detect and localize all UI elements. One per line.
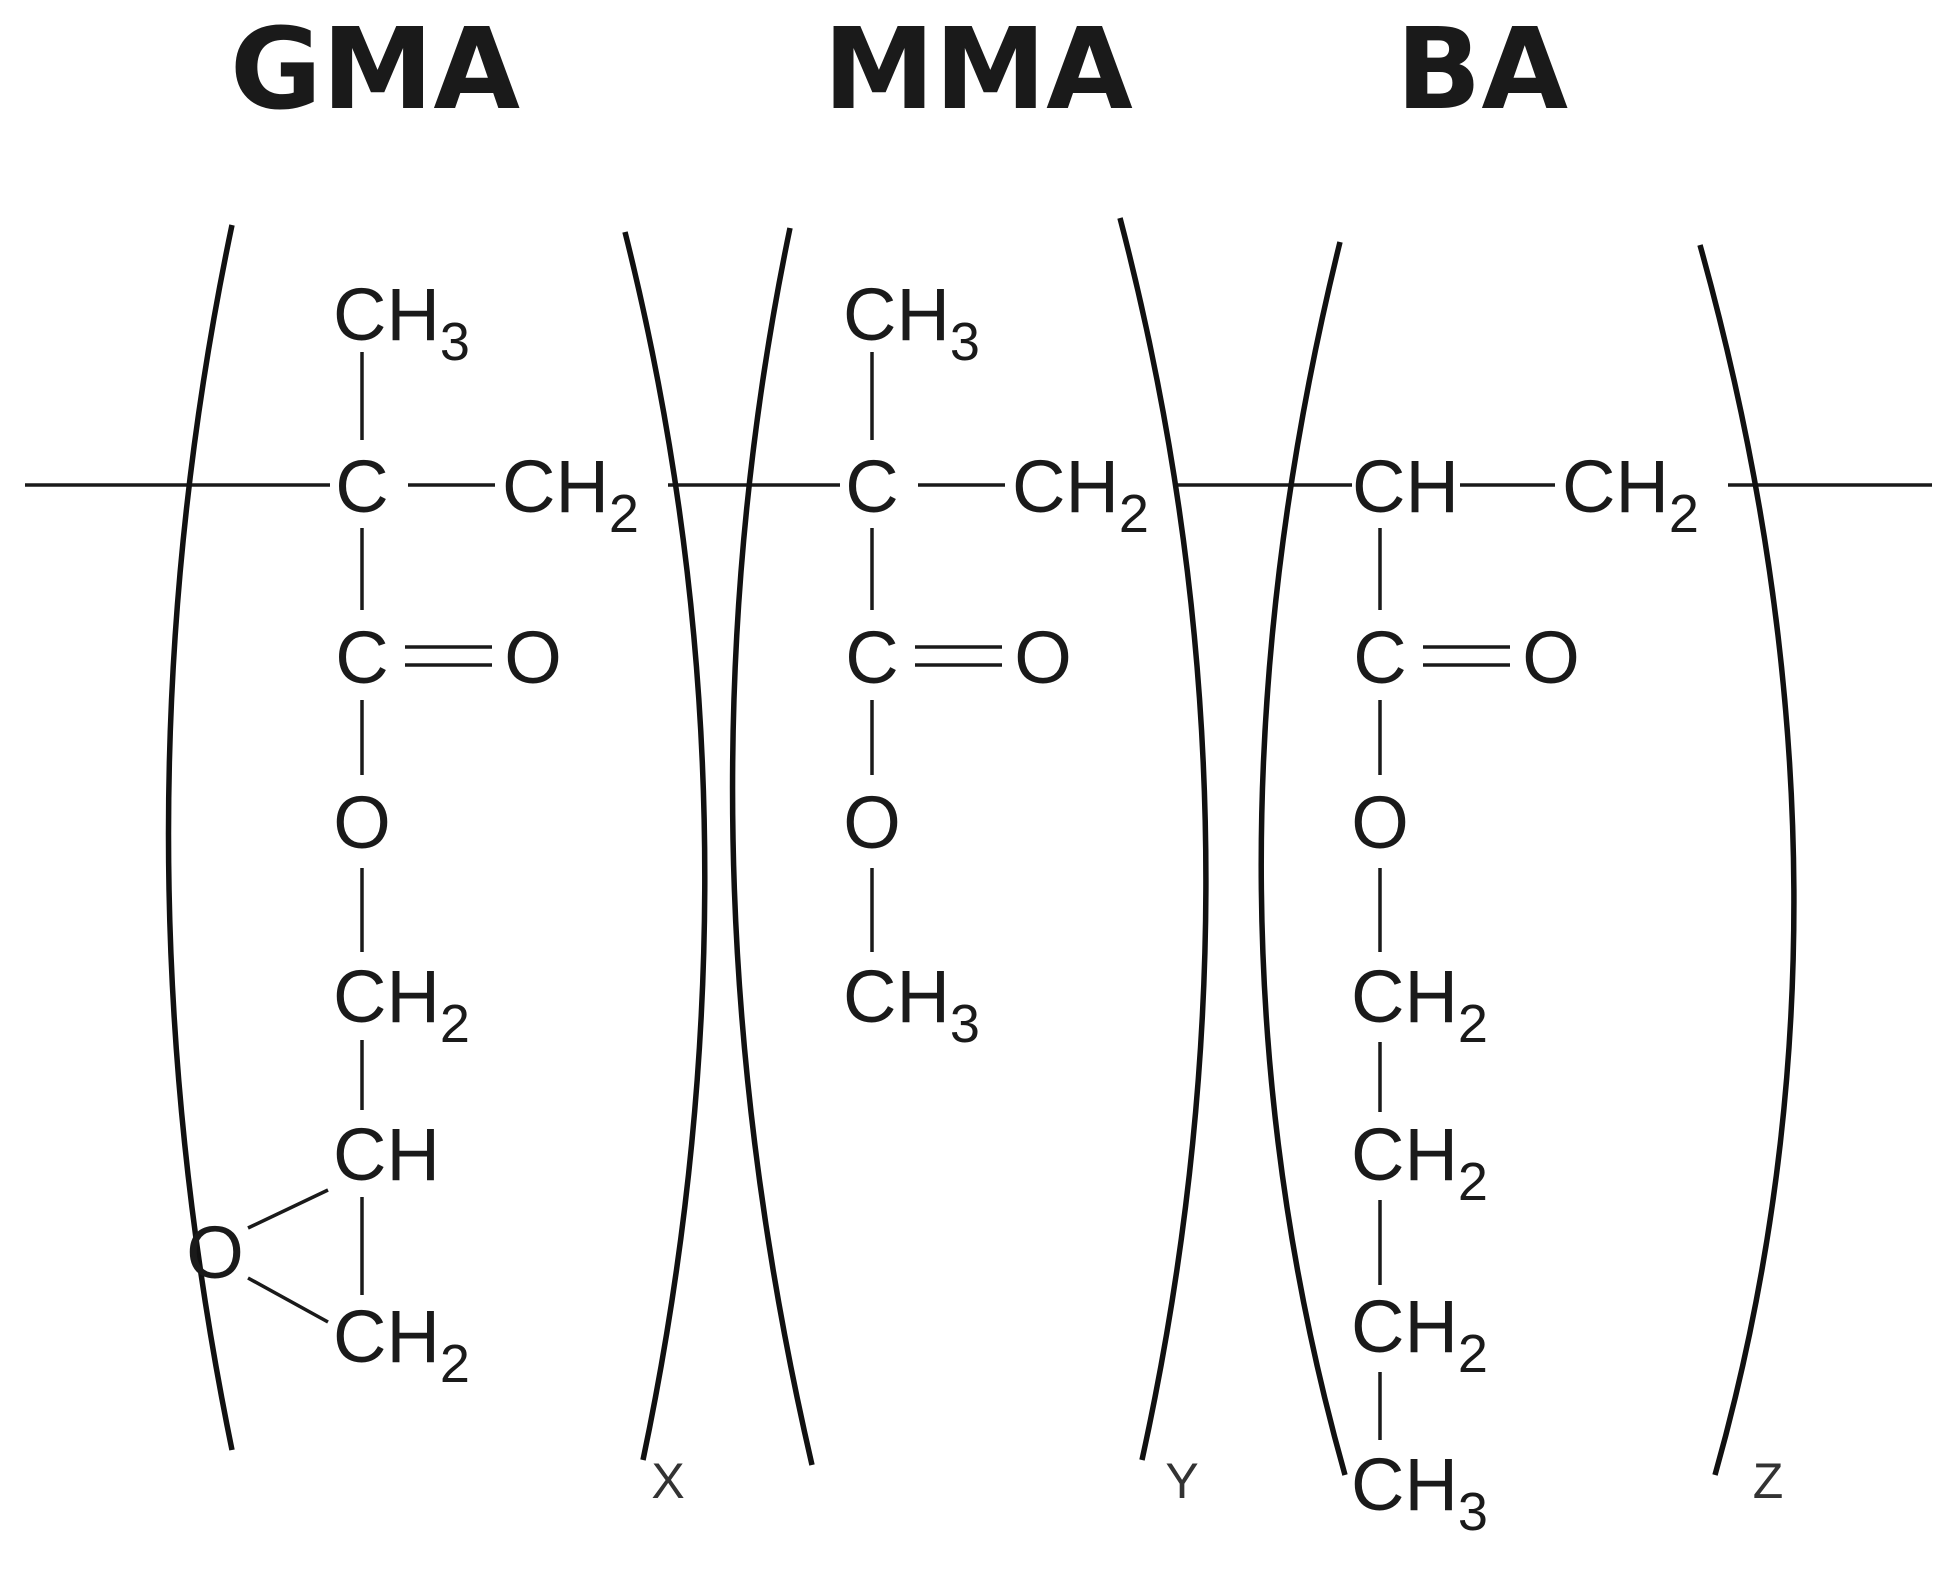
gma-methylene: CH2 [333, 955, 470, 1054]
gma-left-bracket [165, 224, 235, 1451]
mma-ester-oxygen: O [843, 781, 901, 864]
ba-butyl-ch2-2: CH2 [1351, 1113, 1488, 1212]
mma-unit: CH3 C CH2 C O O CH3 [843, 273, 1149, 1054]
gma-methyl: CH3 [333, 273, 470, 372]
gma-epoxide-ch: CH [333, 1113, 440, 1196]
mma-backbone-ch2: CH2 [1012, 445, 1149, 544]
ba-right-bracket [1697, 244, 1797, 1476]
gma-epoxide-oxygen: O [186, 1211, 244, 1294]
gma-repeat-index: X [651, 1453, 684, 1509]
ba-ester-oxygen: O [1351, 781, 1409, 864]
ba-backbone-ch2: CH2 [1562, 445, 1699, 544]
ba-title: BA [1396, 5, 1568, 135]
ba-backbone-ch: CH [1352, 445, 1459, 528]
gma-title: GMA [230, 5, 520, 135]
ba-butyl-ch3: CH3 [1351, 1443, 1488, 1542]
mma-methyl: CH3 [843, 273, 980, 372]
gma-unit: CH3 C CH2 C O O CH2 CH O CH2 [186, 273, 639, 1394]
mma-title: MMA [823, 5, 1133, 135]
ba-left-bracket [1258, 241, 1348, 1476]
gma-carbonyl-oxygen: O [504, 616, 562, 699]
gma-epoxide-ch2: CH2 [333, 1295, 470, 1394]
ba-butyl-ch2-1: CH2 [1351, 955, 1488, 1054]
mma-left-bracket [729, 227, 815, 1466]
ba-repeat-index: Z [1753, 1453, 1784, 1509]
ba-carbonyl-carbon: C [1353, 616, 1406, 699]
mma-quaternary-carbon: C [845, 445, 898, 528]
ba-carbonyl-oxygen: O [1522, 616, 1580, 699]
gma-right-bracket [622, 231, 708, 1461]
gma-carbonyl-carbon: C [335, 616, 388, 699]
mma-right-bracket [1117, 217, 1209, 1461]
gma-quaternary-carbon: C [335, 445, 388, 528]
mma-carbonyl-carbon: C [845, 616, 898, 699]
mma-repeat-index: Y [1165, 1453, 1198, 1509]
mma-carbonyl-oxygen: O [1014, 616, 1072, 699]
ba-butyl-ch2-3: CH2 [1351, 1285, 1488, 1384]
gma-backbone-ch2: CH2 [502, 445, 639, 544]
ba-unit: CH CH2 C O O CH2 CH2 CH2 CH3 [1351, 445, 1699, 1542]
gma-ester-oxygen: O [333, 781, 391, 864]
mma-ester-methyl: CH3 [843, 955, 980, 1054]
